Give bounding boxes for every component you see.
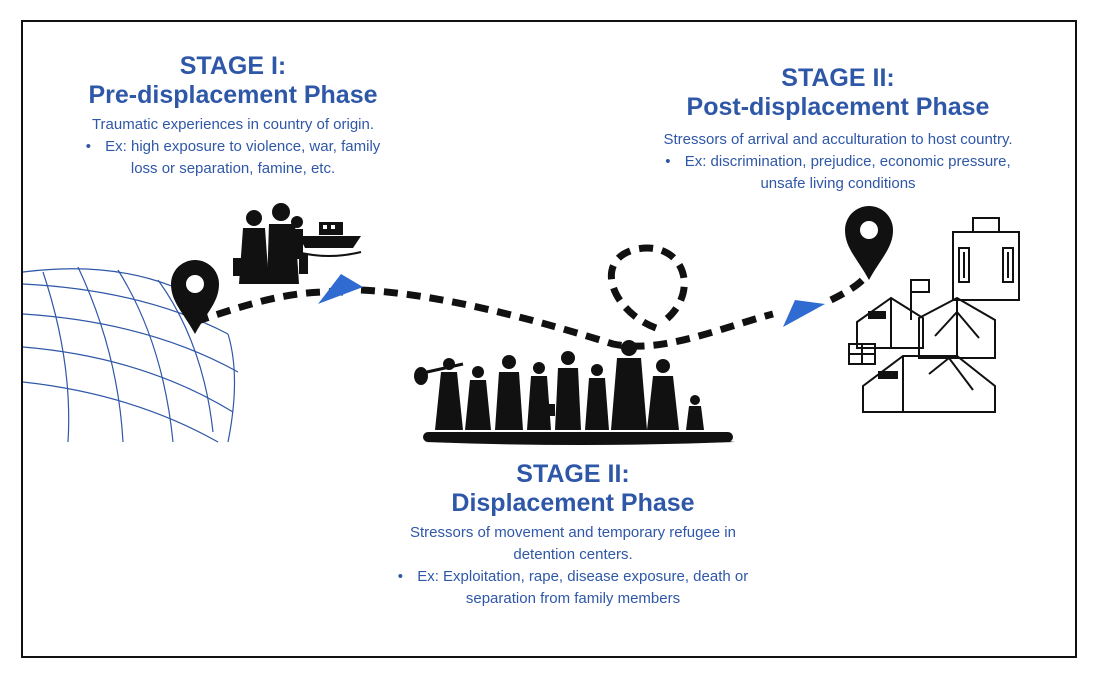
stage-1-example-line2: loss or separation, famine, etc. (130, 160, 336, 177)
flag-icon (910, 279, 930, 320)
stage-2-description-line2: detention centers. (513, 546, 633, 563)
stage-2-title-line1: STAGE II: (516, 460, 630, 488)
journey-path (193, 244, 873, 350)
stage-2-title-line2: Displacement Phase (451, 489, 695, 517)
stage-1-title-line2: Pre-displacement Phase (88, 81, 378, 109)
arrow-icon (783, 300, 825, 327)
walking-refugees-icon (414, 340, 735, 445)
journey-illustration (23, 203, 1020, 445)
diagram-frame: STAGE I: Pre-displacement Phase Traumati… (21, 20, 1077, 658)
stage-3-description: Stressors of arrival and acculturation t… (663, 131, 1013, 148)
arrow-icon (318, 274, 363, 304)
stage-2-description-line1: Stressors of movement and temporary refu… (410, 524, 736, 541)
stage-3-title-line2: Post-displacement Phase (686, 93, 990, 121)
stage-1-title-line1: STAGE I: (179, 52, 287, 80)
bullet: • (85, 138, 91, 155)
stage-1-example-line1: Ex: high exposure to violence, war, fami… (105, 138, 381, 155)
refugee-family-icon (233, 203, 308, 284)
stage-2-example-line2: separation from family members (465, 590, 681, 607)
refugee-camp-icon (848, 296, 996, 413)
stage-3-example-line2: unsafe living conditions (760, 175, 916, 192)
bullet: • (397, 568, 404, 585)
map-pin-icon (845, 206, 893, 280)
stage-1-description: Traumatic experiences in country of orig… (91, 116, 375, 133)
stage-1-block: STAGE I: Pre-displacement Phase Traumati… (38, 52, 428, 180)
boat-icon (296, 222, 362, 257)
map-pin-icon (171, 260, 219, 334)
stage-2-example-line1: Ex: Exploitation, rape, disease exposure… (417, 568, 749, 585)
stage-3-title-line1: STAGE II: (781, 64, 895, 92)
stage-2-block: STAGE II: Displacement Phase Stressors o… (368, 460, 778, 610)
stage-3-example-line1: Ex: discrimination, prejudice, economic … (684, 153, 1011, 170)
building-icon (952, 217, 1020, 301)
stage-3-block: STAGE II: Post-displacement Phase Stress… (613, 64, 1063, 195)
bullet: • (665, 153, 671, 170)
